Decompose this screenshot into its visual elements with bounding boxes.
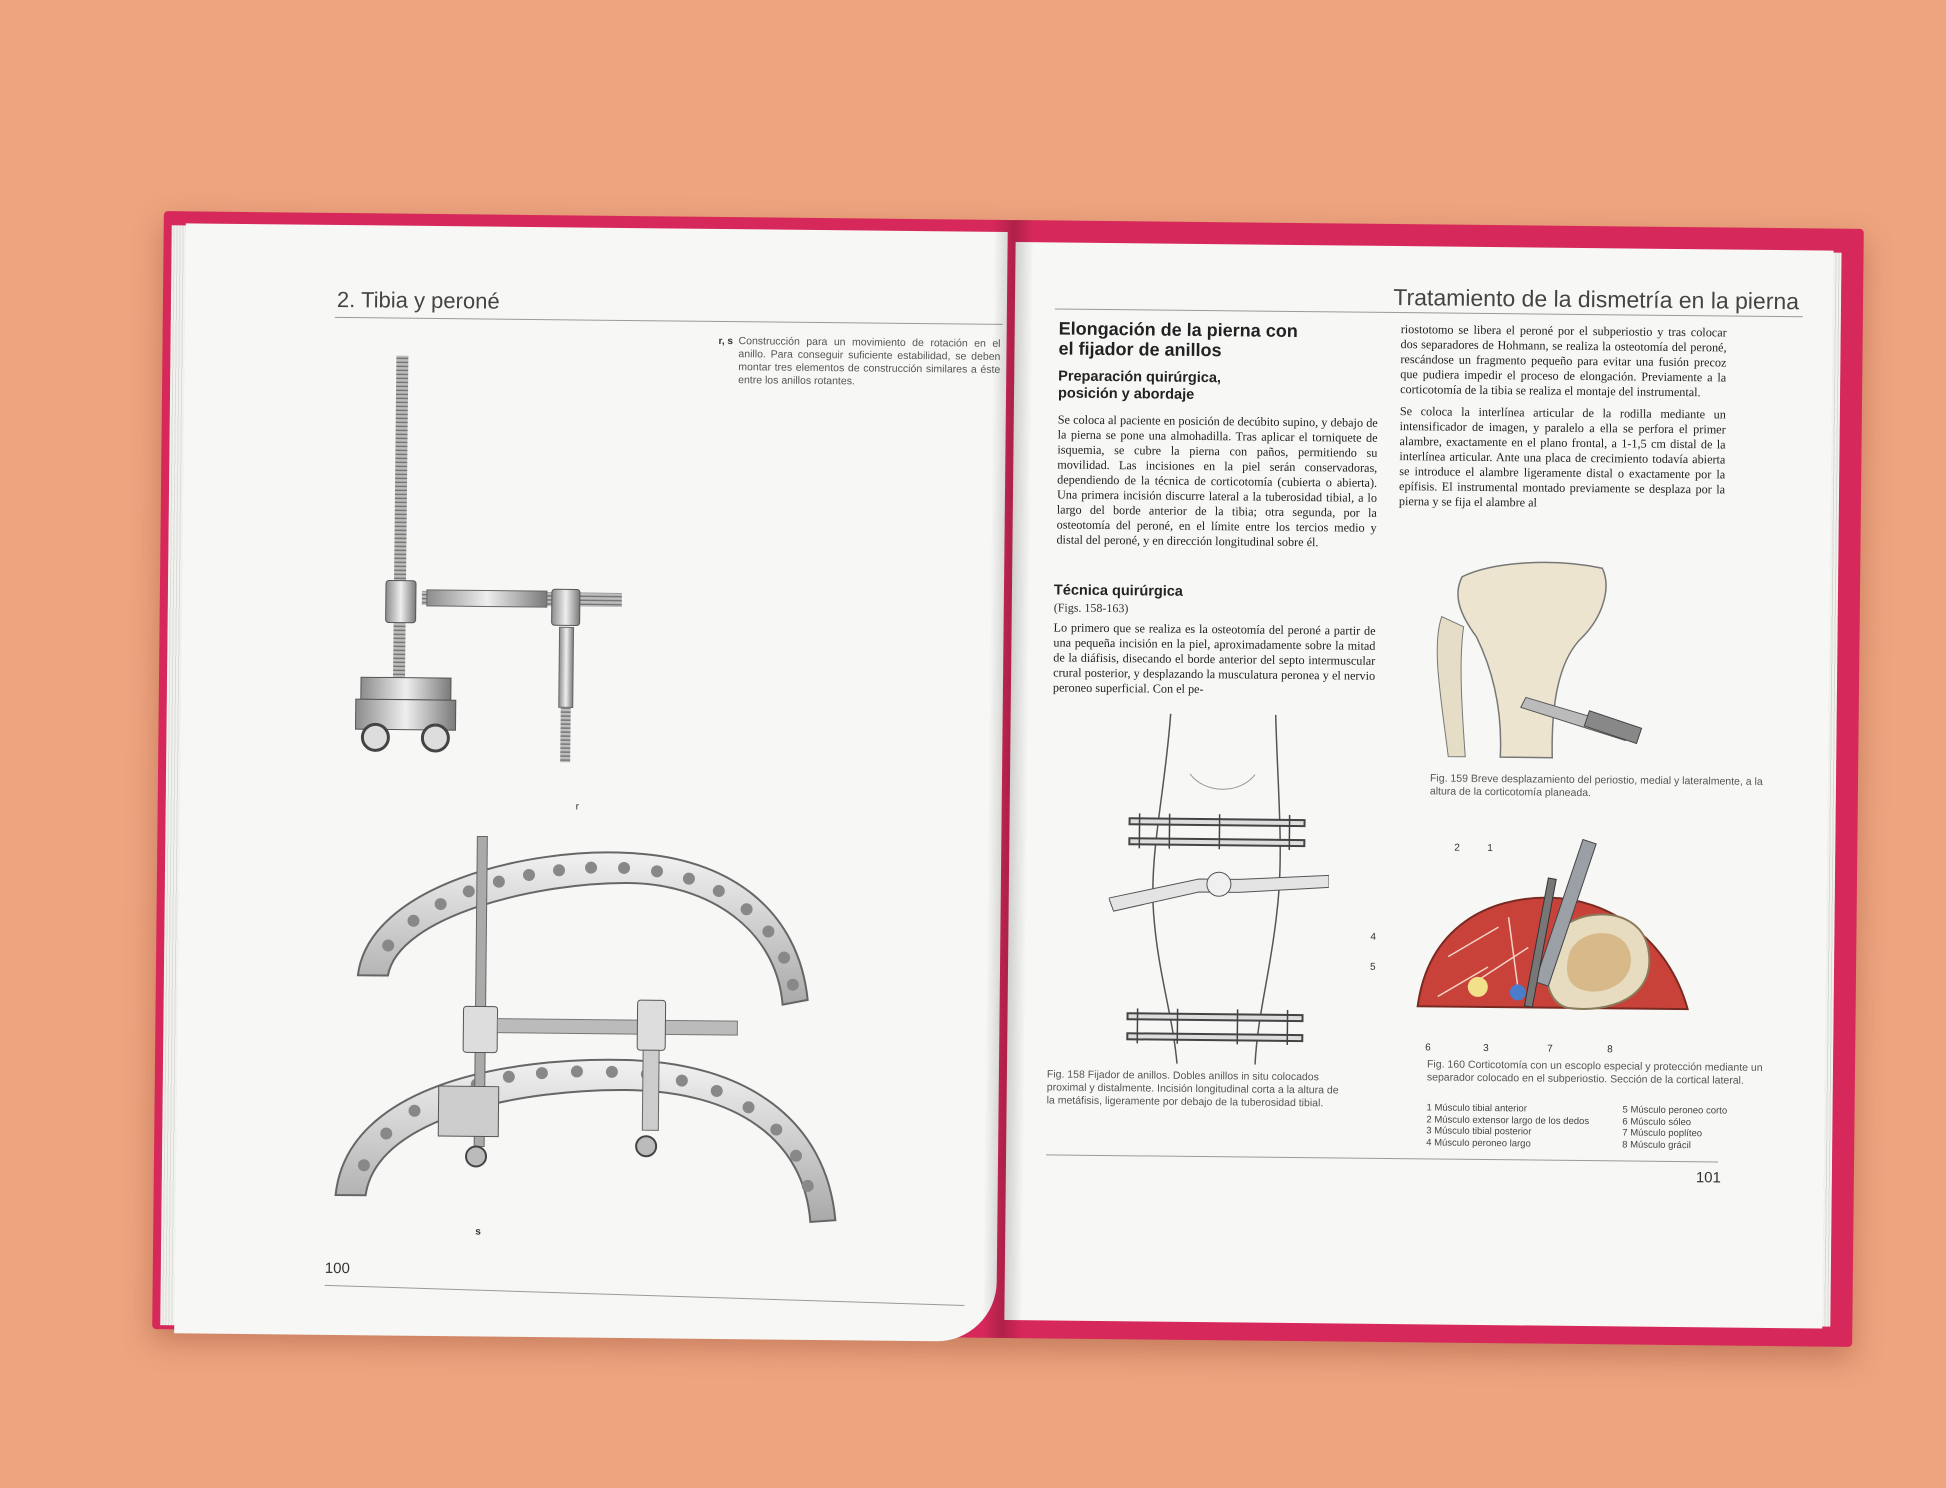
header-rule-left [334,316,1003,325]
legend-item: 7 Músculo poplíteo [1622,1127,1703,1140]
fig160-number-7: 7 [1547,1043,1553,1055]
paragraph-col2-b: Se coloca la interlínea articular de la … [1398,404,1726,510]
figure-label-s: s [475,1226,481,1238]
heading-tech: Técnica quirúrgica [1053,582,1183,600]
fig160-number-4: 4 [1370,931,1376,943]
figure-158-leg-fixator [1108,713,1330,1065]
running-head-right: Tratamiento de la dismetría en la pierna [1393,284,1800,315]
caption-fig-158: Fig. 158 Fijador de anillos. Dobles anil… [1046,1068,1339,1110]
caption-fig-160: Fig. 160 Corticotomía con un escoplo esp… [1426,1058,1763,1087]
legend-item: 4 Músculo peroneo largo [1426,1136,1531,1149]
legend-item: 5 Músculo peroneo corto [1622,1104,1728,1117]
legend-item: 3 Músculo tibial posterior [1426,1125,1532,1138]
page-number-right: 101 [1695,1169,1721,1187]
fig160-number-5: 5 [1369,961,1376,973]
caption-rs: Construcción para un movimiento de rotac… [738,335,1001,388]
figure-label-r: r [575,801,580,813]
paragraph-prep: Se coloca al paciente en posición de dec… [1056,412,1378,550]
left-page: 2. Tibia y peroné r, s Construcción para… [174,223,1008,1342]
caption-label-rs: r, s [718,335,734,348]
heading-main: Elongación de la pierna con el fijador d… [1058,318,1298,361]
fig160-number-6: 6 [1425,1042,1431,1054]
heading-prep: Preparación quirúrgica, posición y abord… [1057,368,1222,403]
footer-rule-right [1046,1154,1719,1163]
legend-item: 1 Músculo tibial anterior [1426,1102,1527,1115]
running-head-left: 2. Tibia y peroné [336,286,500,314]
right-page: Tratamiento de la dismetría en la pierna… [1004,242,1834,1329]
fig160-number-3: 3 [1483,1042,1489,1055]
figure-159-tibia [1436,561,1643,759]
paragraph-tech: Lo primero que se realiza es la osteotom… [1052,620,1376,697]
caption-fig-159: Fig. 159 Breve desplazamiento del perios… [1429,772,1763,800]
footer-rule-left [324,1284,965,1306]
legend-muscles-left: 1 Músculo tibial anterior 2 Músculo exte… [1426,1102,1589,1150]
paragraph-col2-a: riostotomo se libera el peroné por el su… [1400,322,1727,400]
figure-160-cross-section [1416,838,1689,1011]
figure-s-rings [334,835,837,1224]
fig160-number-8: 8 [1607,1044,1613,1056]
page-number-left: 100 [324,1259,350,1278]
figure-r-connector [354,355,622,763]
legend-muscles-right: 5 Músculo peroneo corto 6 Músculo sóleo … [1622,1104,1727,1151]
open-book: 2. Tibia y peroné r, s Construcción para… [152,211,1864,1347]
figs-reference: (Figs. 158-163) [1053,600,1129,616]
legend-item: 8 Músculo grácil [1622,1138,1691,1151]
fig160-number-2: 2 [1454,842,1460,854]
fig160-number-1: 1 [1487,843,1493,855]
